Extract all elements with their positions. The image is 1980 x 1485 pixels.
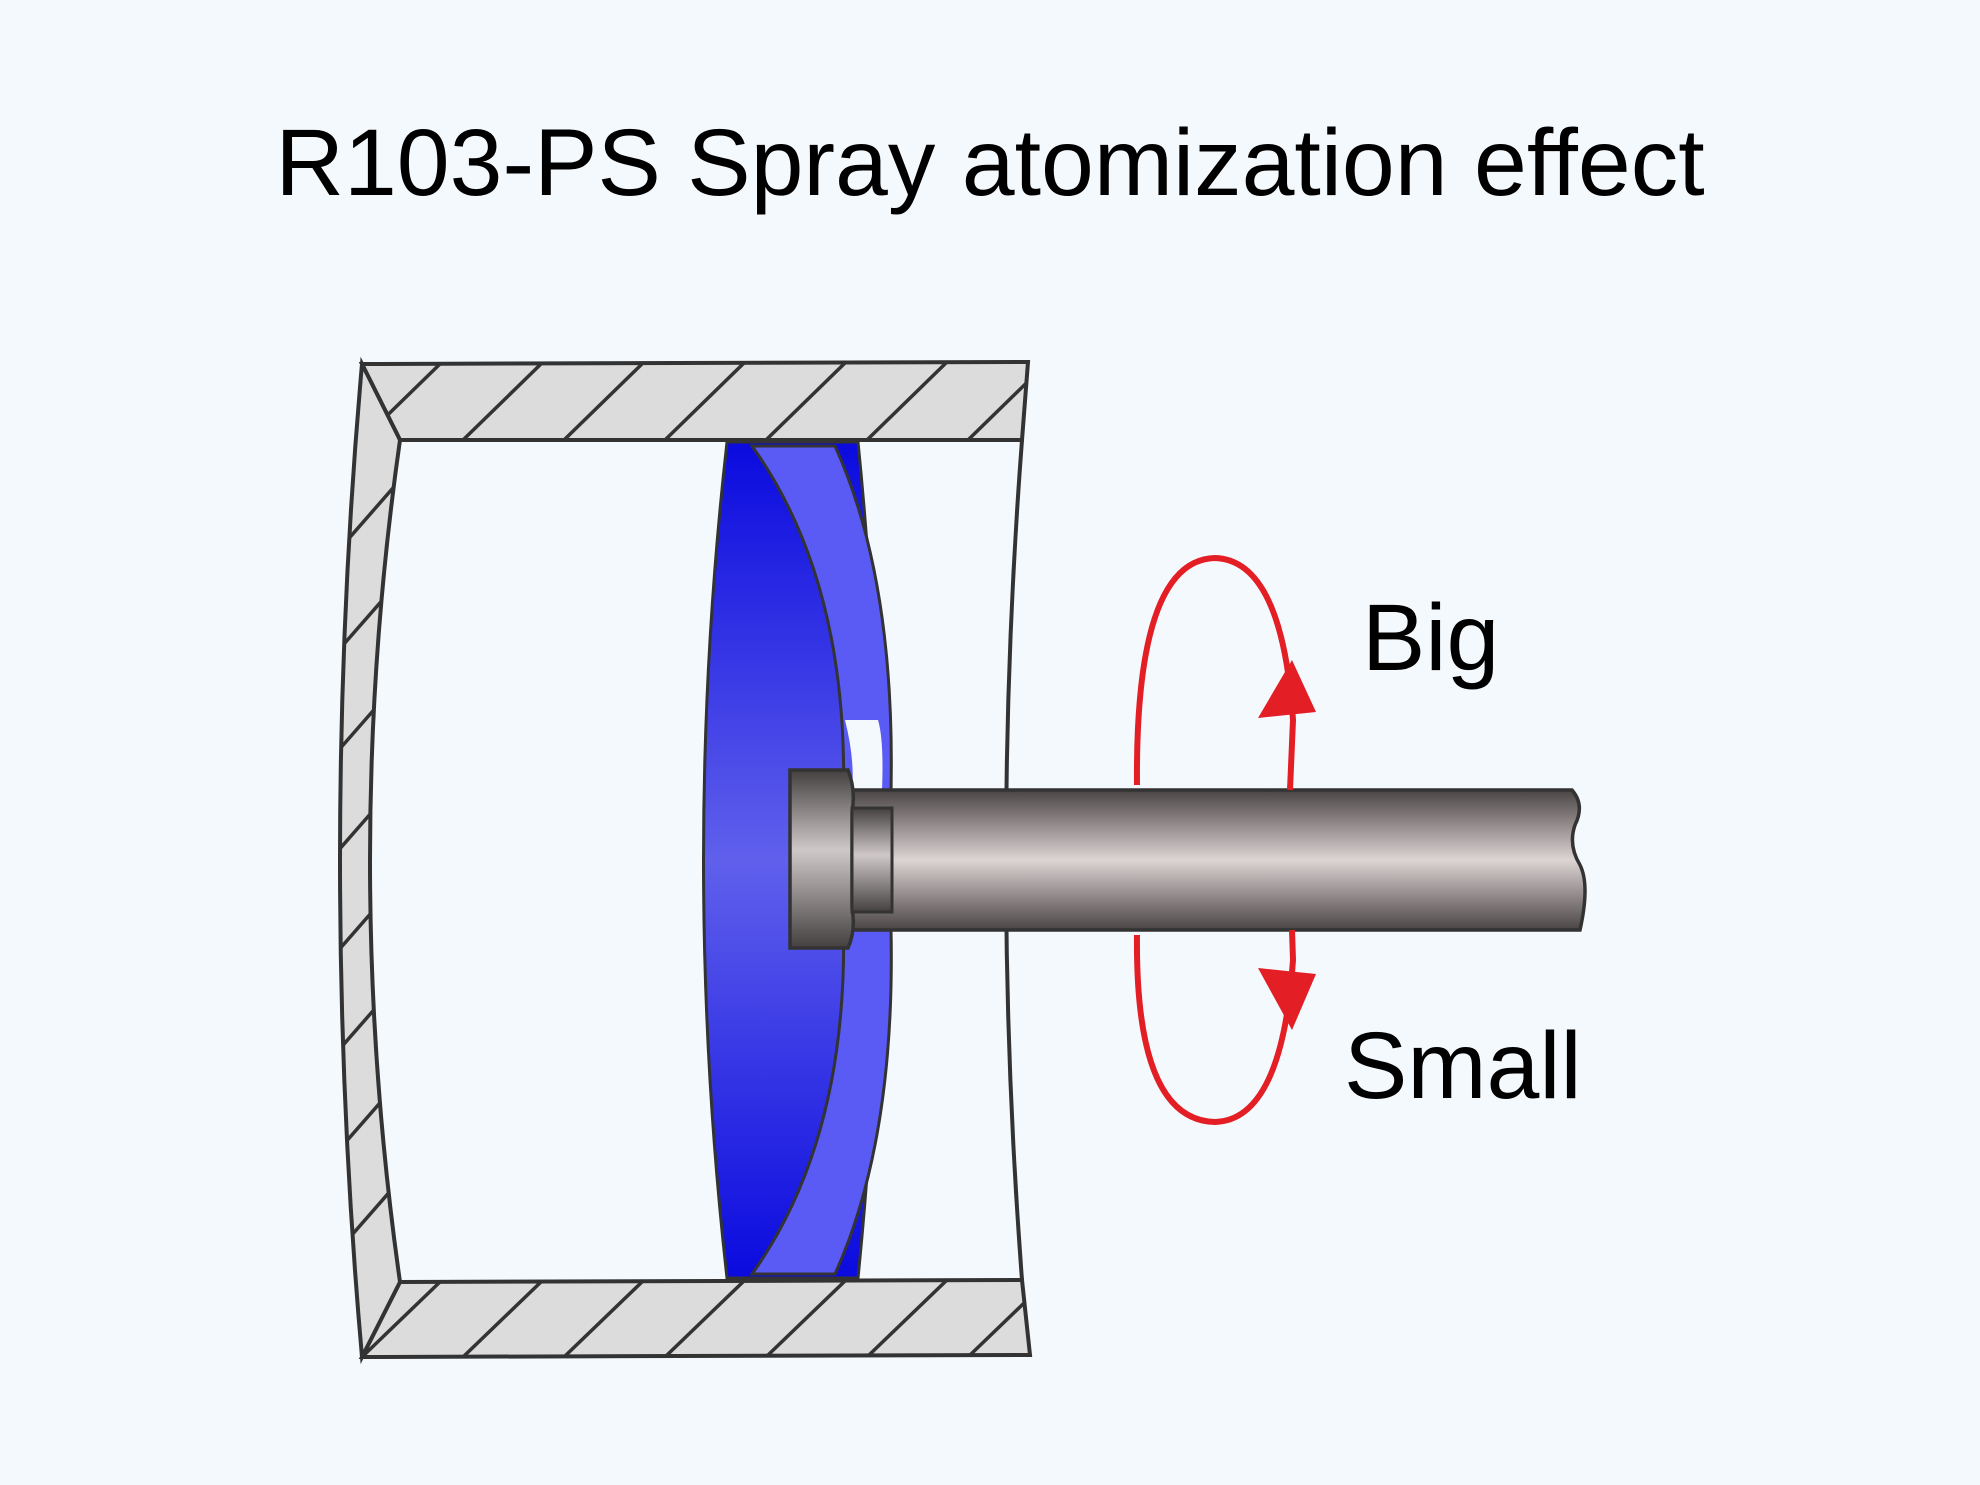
- shaft-hub: [788, 768, 856, 950]
- rotation-arc-upper: [1133, 554, 1297, 791]
- page-title: R103-PS Spray atomization effect: [275, 110, 1704, 216]
- rotating-shaft: [788, 768, 1587, 950]
- housing-left-wall: [338, 356, 403, 1365]
- shaft-neck: [850, 806, 894, 914]
- housing-top-wall: [358, 359, 1031, 442]
- label-big: Big: [1362, 585, 1499, 691]
- rotation-arc-lower: [1133, 929, 1297, 1126]
- arrow-up-icon: [1258, 660, 1316, 718]
- disc-face: [749, 444, 893, 1276]
- housing-cup: [338, 356, 1033, 1365]
- label-small: Small: [1344, 1013, 1582, 1119]
- shaft-body: [848, 788, 1587, 932]
- bottom-wall-hatching: [362, 1280, 1030, 1357]
- arrow-down-icon: [1258, 968, 1316, 1030]
- disc-gap: [845, 720, 883, 790]
- housing-bottom-wall: [358, 1277, 1033, 1360]
- top-wall-hatching: [362, 362, 1028, 440]
- rotation-arrows: [1133, 554, 1297, 1126]
